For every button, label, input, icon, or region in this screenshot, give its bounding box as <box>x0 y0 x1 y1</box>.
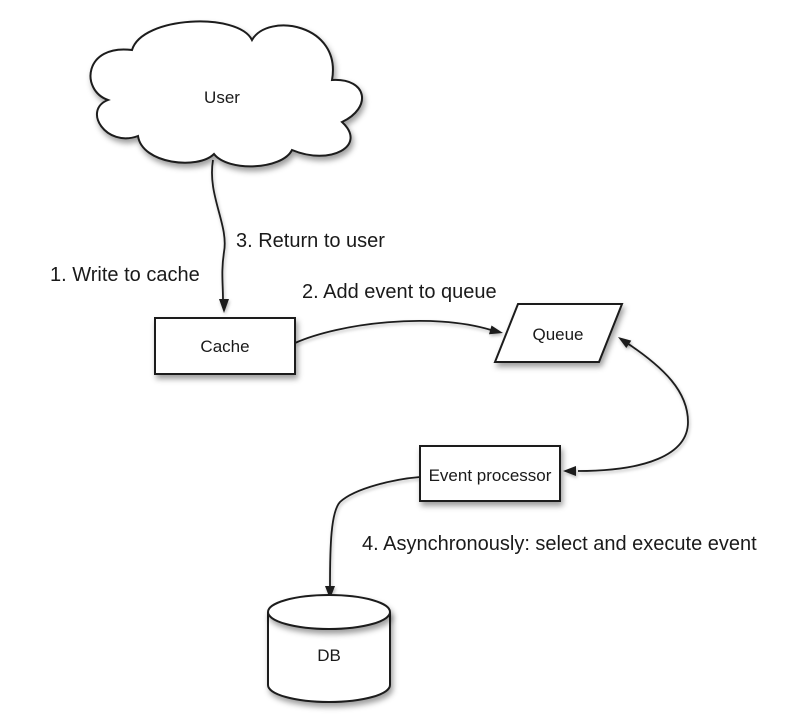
edge-queue-event-processor <box>577 340 689 472</box>
arrowhead-into-queue-left <box>489 325 503 335</box>
arrowhead-into-event-processor <box>563 466 576 476</box>
arrowhead-into-queue-right <box>618 337 632 348</box>
arrowhead-into-db <box>325 586 335 599</box>
db-cylinder-top <box>267 594 391 630</box>
annotation-step1: 1. Write to cache <box>50 264 200 286</box>
edge-event-processor-to-db <box>329 476 421 587</box>
annotation-step2: 2. Add event to queue <box>302 281 497 303</box>
annotation-step3: 3. Return to user <box>236 230 385 252</box>
db-cylinder-body <box>267 612 391 703</box>
edge-user-to-cache <box>211 159 226 301</box>
cache-box <box>154 317 296 375</box>
user-cloud-shape <box>89 20 363 168</box>
db-cylinder <box>267 594 391 703</box>
cache-label: Cache <box>200 337 249 356</box>
event-processor-box <box>419 445 561 502</box>
event-processor-label: Event processor <box>429 466 552 485</box>
user-label: User <box>204 88 240 107</box>
arrowhead-into-cache <box>219 299 229 313</box>
queue-parallelogram <box>493 303 624 363</box>
edge-cache-to-queue <box>294 320 492 344</box>
queue-label: Queue <box>532 325 583 344</box>
annotation-step4: 4. Asynchronously: select and execute ev… <box>362 533 757 555</box>
db-label: DB <box>317 646 341 665</box>
